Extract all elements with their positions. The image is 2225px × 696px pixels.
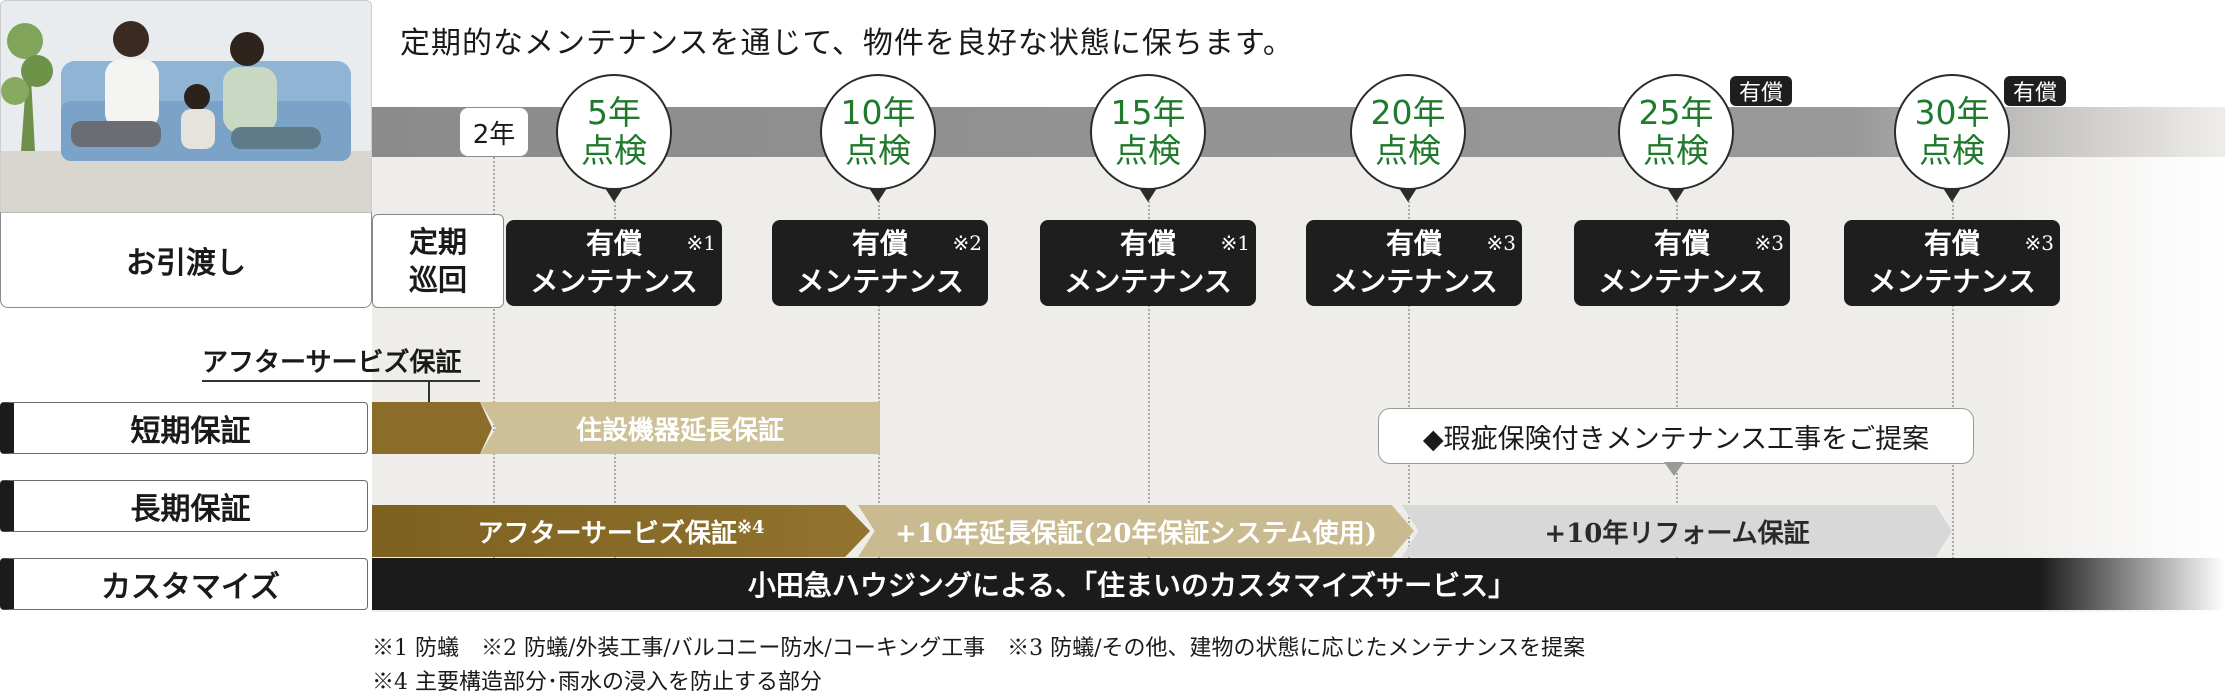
inspection-year: 30年 <box>1914 93 1990 132</box>
maintenance-box-15y: 有償 メンテナンス ※1 <box>1040 220 1256 306</box>
maintenance-box-5y: 有償 メンテナンス ※1 <box>506 220 722 306</box>
maintenance-line1: 有償 <box>1385 227 1442 260</box>
family-illustration <box>1 1 371 212</box>
row-label-customize: カスタマイズ <box>0 558 368 610</box>
maintenance-box-30y: 有償 メンテナンス ※3 <box>1844 220 2060 306</box>
inspection-5y: 5年 点検 <box>556 74 672 190</box>
inspection-label: 点検 <box>1919 131 1985 170</box>
short-term-after-service-bar <box>372 402 492 454</box>
inspection-label: 点検 <box>845 131 911 170</box>
guide-line-2y <box>493 150 495 610</box>
inspection-year: 10年 <box>840 93 916 132</box>
equipment-extension-bar: 住設機器延長保証 <box>480 402 880 454</box>
ten-year-reform-bar: +10年リフォーム保証 <box>1402 505 1952 557</box>
ten-year-extension-bar: +10年延長保証(20年保証システム使用) <box>858 505 1414 557</box>
long-term-after-service-bar: アフターサービズ保証※4 <box>372 505 870 557</box>
patrol-line2: 巡回 <box>408 263 467 297</box>
inspection-pointer <box>1667 188 1685 202</box>
maintenance-line1: 有償 <box>1119 227 1176 260</box>
maintenance-line2: メンテナンス <box>796 265 964 298</box>
long-after-service-note: ※4 <box>736 516 765 538</box>
maintenance-note: ※3 <box>1754 231 1784 255</box>
maintenance-line2: メンテナンス <box>530 265 698 298</box>
maintenance-line2: メンテナンス <box>1598 265 1766 298</box>
inspection-label: 点検 <box>1375 131 1441 170</box>
inspection-30y: 30年 点検 <box>1894 74 2010 190</box>
inspection-pointer <box>605 188 623 202</box>
maintenance-note: ※3 <box>1486 231 1516 255</box>
patrol-line1: 定期 <box>408 225 467 259</box>
inspection-label: 点検 <box>581 131 647 170</box>
maintenance-note: ※1 <box>1220 231 1250 255</box>
maintenance-line1: 有償 <box>1923 227 1980 260</box>
footnote-1: ※1 防蟻 ※2 防蟻/外装工事/バルコニー防水/コーキング工事 ※3 防蟻/そ… <box>372 636 1586 661</box>
maintenance-box-20y: 有償 メンテナンス ※3 <box>1306 220 1522 306</box>
customize-bar <box>372 558 2225 610</box>
handover-label: お引渡し <box>0 212 372 308</box>
maintenance-line2: メンテナンス <box>1064 265 1232 298</box>
defect-insurance-callout: ◆瑕疵保険付きメンテナンス工事をご提案 <box>1378 408 1974 464</box>
year-2-marker: 2年 <box>460 108 528 156</box>
guide-line-20y <box>1408 150 1410 610</box>
inspection-year: 5年 <box>587 93 641 132</box>
row-label-long-term: 長期保証 <box>0 480 368 532</box>
guide-line-10y <box>878 150 880 610</box>
inspection-year: 25年 <box>1638 93 1714 132</box>
row-label-short-term: 短期保証 <box>0 402 368 454</box>
inspection-15y: 15年 点検 <box>1090 74 1206 190</box>
maintenance-box-10y: 有償 メンテナンス ※2 <box>772 220 988 306</box>
maintenance-box-25y: 有償 メンテナンス ※3 <box>1574 220 1790 306</box>
guide-line-15y <box>1148 150 1150 610</box>
customize-bar-label: 小田急ハウジングによる、「住まいのカスタマイズサービス」 <box>747 569 1517 602</box>
guide-line-25y <box>1676 150 1678 610</box>
inspection-pointer <box>1399 188 1417 202</box>
inspection-pointer <box>1943 188 1961 202</box>
maintenance-line1: 有償 <box>851 227 908 260</box>
maintenance-line1: 有償 <box>585 227 642 260</box>
periodic-patrol-box: 定期 巡回 <box>372 214 504 308</box>
after-service-title: アフターサービズ保証 <box>202 348 462 378</box>
paid-tag: 有償 <box>2004 76 2066 106</box>
after-service-underline <box>202 380 480 382</box>
inspection-20y: 20年 点検 <box>1350 74 1466 190</box>
maintenance-note: ※2 <box>952 231 982 255</box>
inspection-25y: 25年 点検 <box>1618 74 1734 190</box>
maintenance-note: ※1 <box>686 231 716 255</box>
inspection-label: 点検 <box>1115 131 1181 170</box>
callout-tail <box>1664 462 1684 476</box>
family-photo <box>0 0 372 212</box>
maintenance-line1: 有償 <box>1653 227 1710 260</box>
inspection-pointer <box>1139 188 1157 202</box>
inspection-year: 15年 <box>1110 93 1186 132</box>
headline: 定期的なメンテナンスを通じて、物件を良好な状態に保ちます。 <box>400 26 1294 61</box>
inspection-year: 20年 <box>1370 93 1446 132</box>
paid-tag: 有償 <box>1730 76 1792 106</box>
maintenance-note: ※3 <box>2024 231 2054 255</box>
inspection-pointer <box>869 188 887 202</box>
guide-line-5y <box>614 150 616 610</box>
inspection-10y: 10年 点検 <box>820 74 936 190</box>
inspection-label: 点検 <box>1643 131 1709 170</box>
long-after-service-label: アフターサービズ保証 <box>477 518 737 549</box>
maintenance-line2: メンテナンス <box>1330 265 1498 298</box>
maintenance-line2: メンテナンス <box>1868 265 2036 298</box>
footnote-2: ※4 主要構造部分･雨水の浸入を防止する部分 <box>372 670 822 695</box>
guide-line-30y <box>1952 150 1954 610</box>
